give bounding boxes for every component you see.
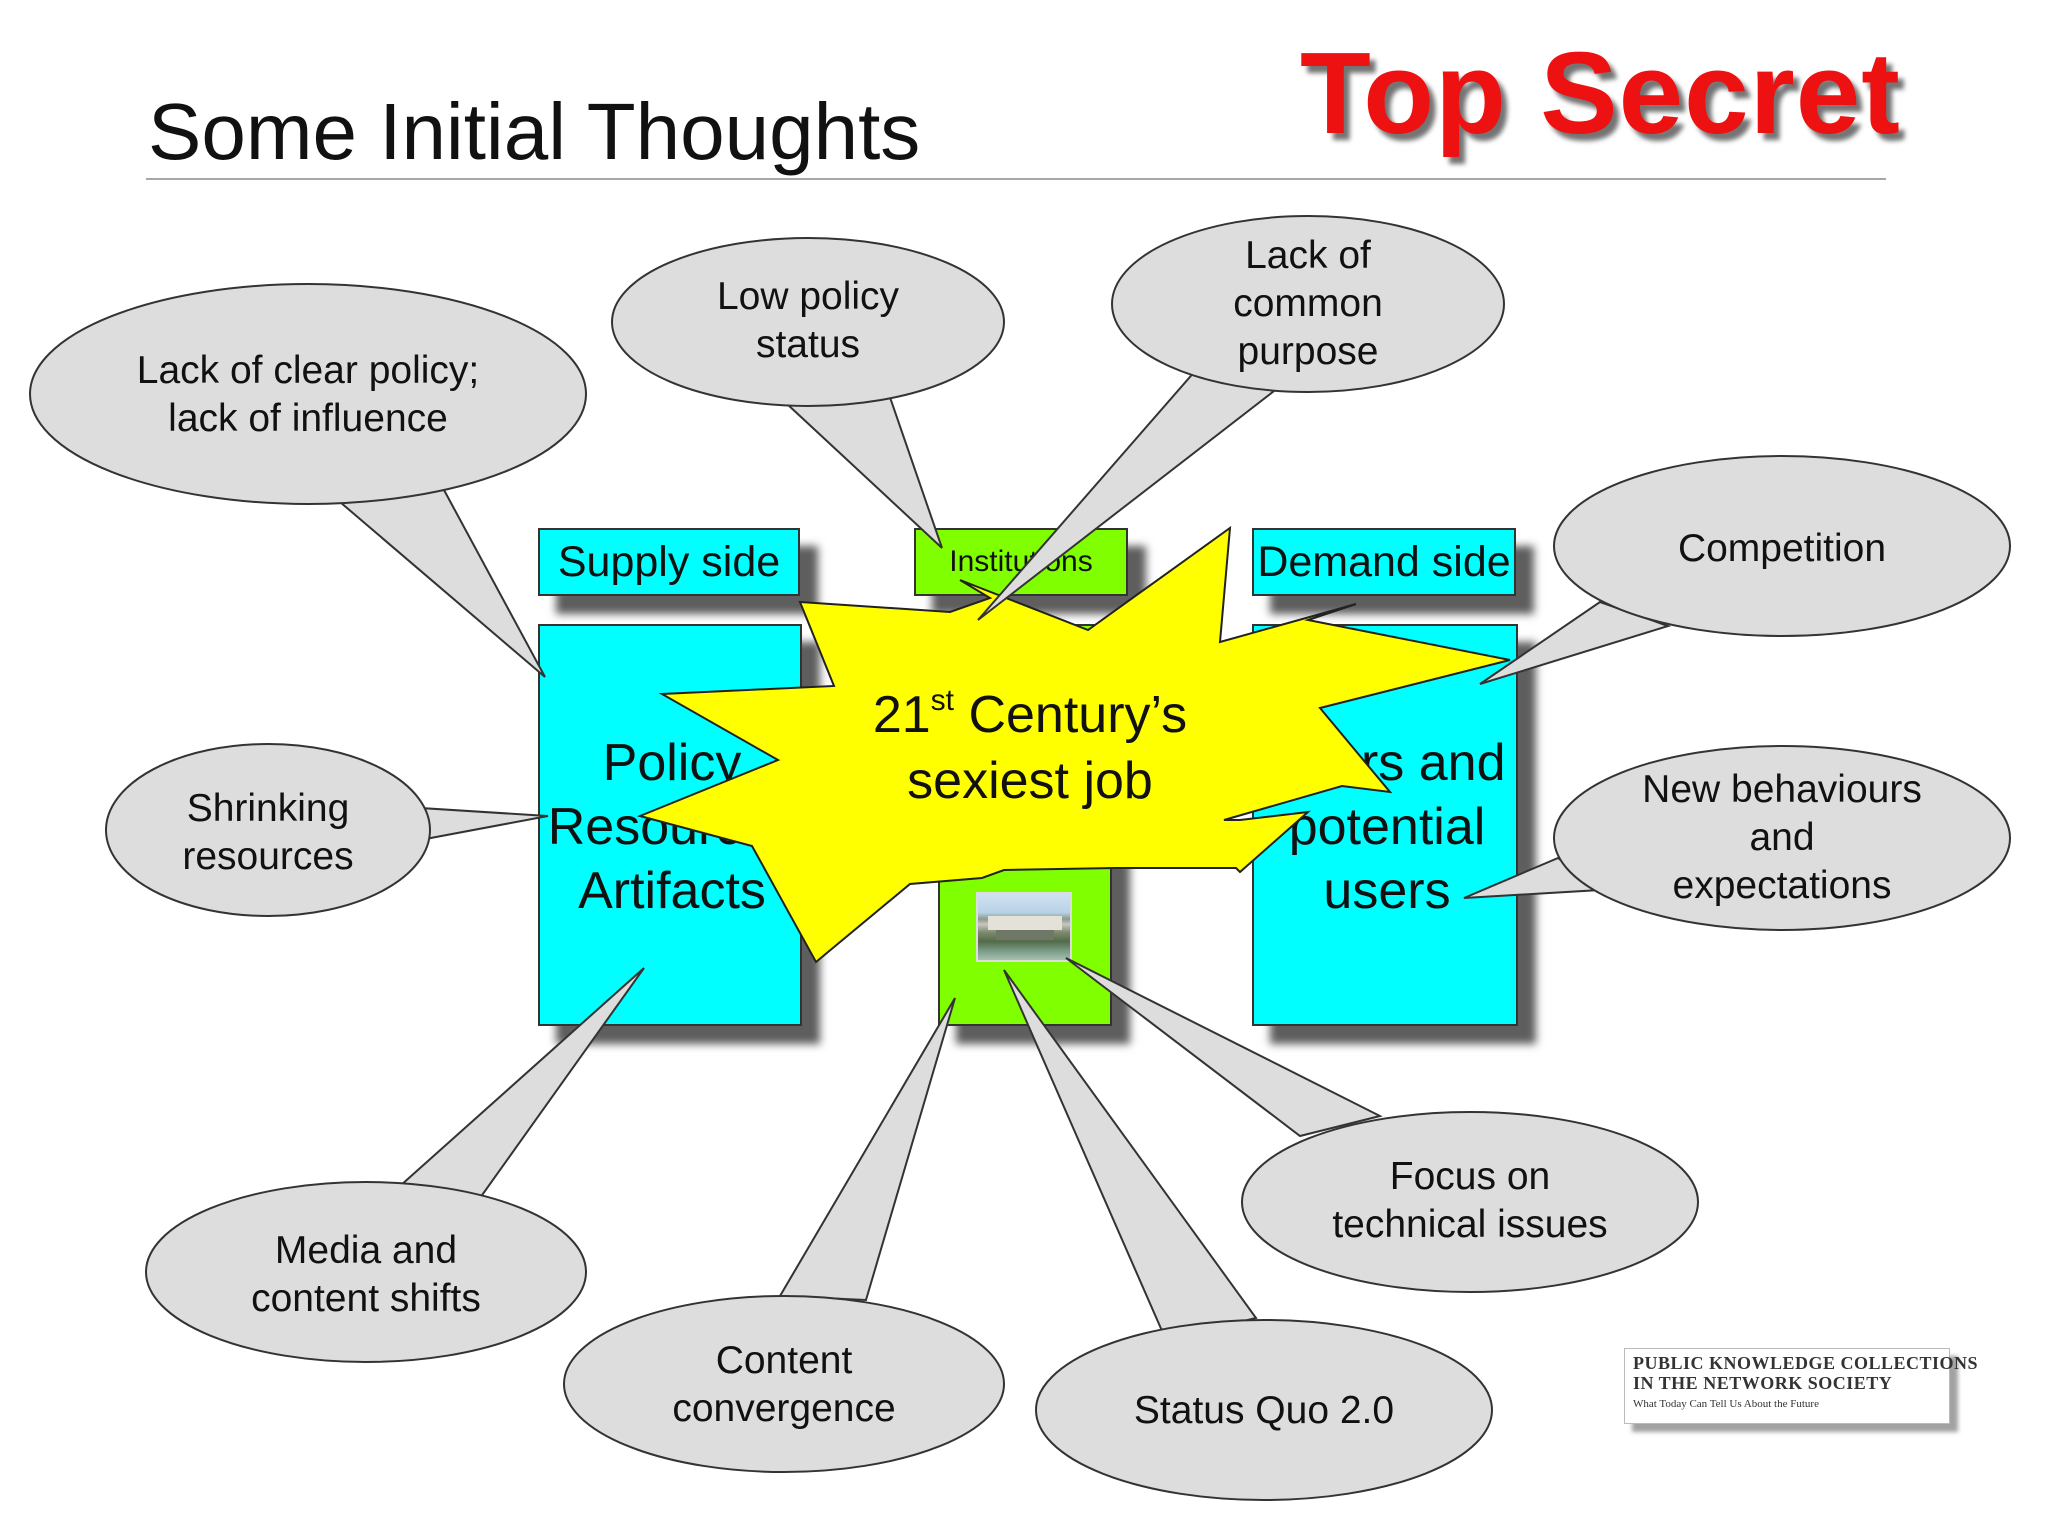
bubble-shrinking-resources — [105, 743, 431, 917]
bubble-lack-of-clear-policy — [29, 283, 587, 505]
text-competition: Competition — [1677, 527, 1887, 570]
burst-label: 21st Century’s sexiest job — [800, 682, 1260, 814]
pkc-logo: PUBLIC KNOWLEDGE COLLECTIONS IN THE NETW… — [1624, 1348, 1979, 1424]
tail-lack-of-common-purpose — [977, 368, 1299, 621]
logo-line1: PUBLIC KNOWLEDGE COLLECTIONS — [1633, 1353, 1979, 1373]
burst-line1-suffix: st — [930, 684, 955, 717]
supply-side-header-label: Supply side — [557, 537, 781, 586]
building-photo — [976, 892, 1072, 962]
bubble-low-policy-status — [611, 237, 1005, 407]
supply-side-header: Supply side — [538, 528, 800, 596]
tail-content-convergence — [778, 997, 956, 1302]
title-divider — [146, 178, 1886, 180]
bubble-media-content-shifts — [145, 1181, 587, 1363]
bubble-new-behaviours — [1553, 745, 2011, 931]
demand-side-header-label: Demand side — [1257, 537, 1511, 586]
tail-focus-technical — [1065, 957, 1383, 1138]
text-focus-technical: Focus on technical issues — [1332, 1155, 1608, 1246]
text-status-quo: Status Quo 2.0 — [1133, 1389, 1395, 1432]
tail-lack-of-clear-policy — [337, 488, 546, 678]
bubble-lack-of-common-purpose — [1111, 215, 1505, 393]
bubble-status-quo — [1035, 1319, 1493, 1501]
demand-side-header: Demand side — [1252, 528, 1516, 596]
bubble-competition — [1553, 455, 2011, 637]
burst-line1-number: 21 — [872, 686, 931, 744]
text-media-content-shifts: Media and content shifts — [251, 1229, 481, 1320]
tail-media-content-shifts — [397, 967, 645, 1200]
logo-line3: What Today Can Tell Us About the Future — [1633, 1398, 1819, 1410]
tail-status-quo — [1003, 969, 1258, 1342]
logo-line2: IN THE NETWORK SOCIETY — [1633, 1373, 1893, 1393]
text-lack-of-clear-policy: Lack of clear policy; lack of influence — [136, 349, 480, 440]
burst-star — [636, 525, 1511, 964]
text-low-policy-status: Low policy status — [716, 275, 900, 366]
bubble-content-convergence — [563, 1295, 1005, 1473]
text-shrinking-resources: Shrinking resources — [182, 787, 354, 878]
burst-line2: sexiest job — [907, 752, 1153, 810]
top-secret-stamp: Top Secret — [1300, 28, 1901, 158]
text-lack-of-common-purpose: Lack of common purpose — [1233, 234, 1383, 373]
bubble-focus-technical — [1241, 1111, 1699, 1293]
tail-shrinking-resources — [419, 806, 549, 842]
text-content-convergence: Content convergence — [672, 1339, 896, 1430]
text-new-behaviours: New behaviours and expectations — [1642, 768, 1922, 907]
slide-title: Some Initial Thoughts — [148, 87, 921, 176]
sexiest-job-burst — [636, 525, 1511, 964]
burst-line1-rest: Century’s — [954, 686, 1188, 744]
